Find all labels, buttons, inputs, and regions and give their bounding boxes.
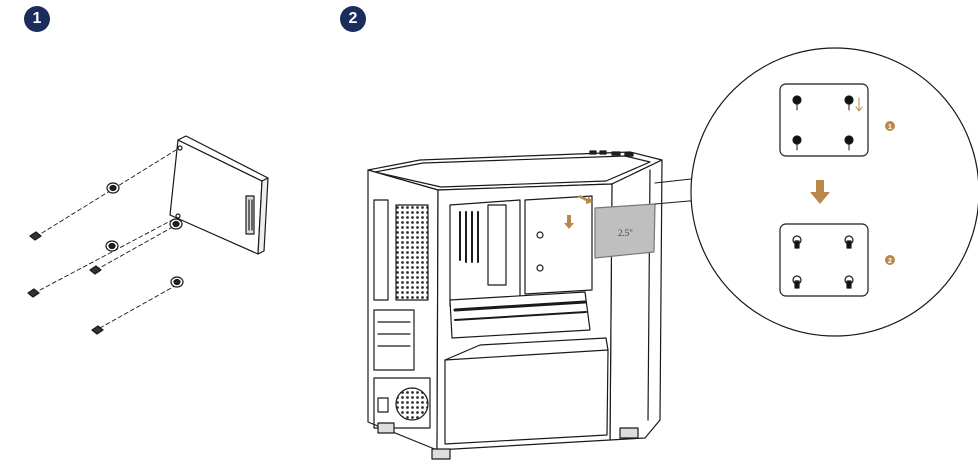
substep-1-label: 1	[888, 124, 892, 131]
grommet-icon	[105, 182, 184, 288]
drive-label: 2.5"	[618, 228, 633, 238]
arrow-down-icon	[564, 215, 574, 229]
zoom-detail: 1 2	[690, 47, 978, 337]
arrow-down-icon	[810, 180, 830, 204]
step-2-badge: 2	[340, 6, 366, 32]
ssd-mounted	[594, 203, 656, 259]
ssd-assembly	[169, 135, 269, 255]
substep-2-label: 2	[888, 258, 892, 265]
screw-icon	[27, 231, 104, 335]
assembly-lines	[39, 149, 183, 329]
pc-case-icon	[367, 150, 663, 460]
arrow-slide-icon	[578, 195, 593, 204]
step-1-badge: 1	[24, 6, 50, 32]
